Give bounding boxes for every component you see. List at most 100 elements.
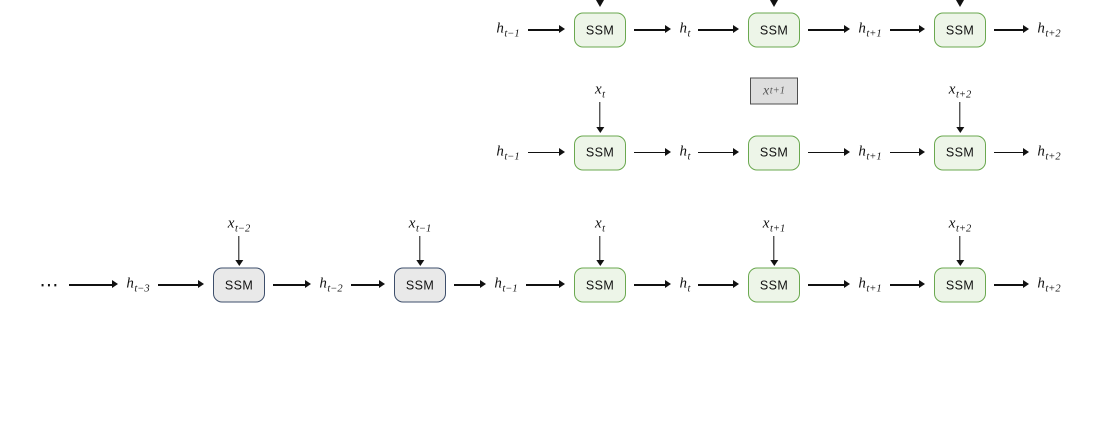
input-base: x: [948, 215, 956, 232]
ssm-box-label: SSM: [759, 145, 789, 160]
input-base: x: [227, 215, 235, 232]
clipped-input-arrowhead: [770, 0, 778, 7]
state-label: ht+1: [858, 143, 881, 162]
input-arrow: [959, 236, 961, 260]
ssm-box-label: SSM: [945, 23, 975, 37]
input-subscript: t: [602, 223, 606, 235]
state-label: ht+2: [1037, 21, 1060, 40]
state-label: ht+2: [1037, 276, 1060, 295]
input-arrow: [238, 236, 240, 260]
state-label: ht+1: [858, 21, 881, 40]
state-base: h: [126, 275, 134, 292]
state-base: h: [679, 20, 688, 37]
state-label: ht−1: [496, 143, 519, 162]
state-base: h: [1037, 20, 1045, 37]
flow-arrow: [889, 23, 926, 35]
flow-arrow: [808, 23, 850, 35]
state-label: ht−1: [494, 276, 517, 295]
ssm-box-label: SSM: [759, 23, 789, 37]
state-base: h: [494, 275, 502, 292]
ssm-box-label: SSM: [945, 145, 975, 160]
state-base: h: [679, 143, 688, 159]
flow-arrow: [698, 278, 740, 290]
input-label: xt+2: [949, 82, 971, 101]
input-arrow: [599, 102, 601, 127]
ssm-box-label: SSM: [224, 278, 254, 292]
flow-arrow: [350, 278, 386, 290]
flow-arrow: [889, 278, 926, 290]
flow-arrow: [527, 23, 566, 35]
input-arrow: [773, 236, 775, 260]
input-arrow: [419, 236, 421, 260]
input-label: xt−2: [228, 216, 250, 235]
state-subscript: t−1: [504, 151, 520, 162]
flow-arrow: [994, 146, 1029, 158]
flow-arrow: [698, 23, 740, 35]
input-label: xt: [595, 216, 605, 235]
input-subscript: t−2: [234, 223, 251, 235]
state-subscript: t−3: [134, 283, 150, 295]
ssm-box-label: SSM: [405, 278, 435, 292]
input-base: x: [762, 215, 770, 232]
flow-arrow: [698, 146, 740, 158]
state-subscript: t+2: [1045, 151, 1061, 162]
clipped-input-arrowhead: [956, 0, 964, 7]
clipped-input-arrowhead: [596, 0, 604, 7]
input-arrow: [959, 102, 961, 127]
state-base: h: [1037, 143, 1045, 159]
flow-arrow: [525, 278, 566, 290]
flow-arrow: [454, 278, 486, 290]
state-base: h: [858, 20, 866, 37]
state-subscript: t+1: [866, 283, 882, 295]
state-base: h: [496, 143, 504, 159]
ssm-box: SSM: [934, 267, 986, 303]
input-label: xt−1: [409, 216, 431, 235]
ssm-box-label: SSM: [585, 23, 615, 37]
masked-input-base: x: [763, 83, 770, 98]
flow-arrow: [157, 278, 205, 290]
flow-arrow: [808, 146, 850, 158]
state-subscript: t: [687, 151, 691, 162]
input-base: x: [594, 81, 602, 98]
ssm-box-label: SSM: [585, 145, 615, 160]
state-subscript: t: [687, 283, 691, 295]
state-label: ht+1: [858, 276, 881, 295]
flow-arrow: [634, 278, 672, 290]
flow-arrow: [808, 278, 850, 290]
ssm-box: SSM: [748, 135, 800, 170]
state-label: ht: [680, 276, 691, 295]
flow-arrow: [994, 23, 1029, 35]
input-subscript: t+1: [769, 223, 786, 235]
masked-input-subscript: t+1: [769, 85, 785, 97]
flow-arrow: [273, 278, 311, 290]
state-subscript: t−1: [502, 283, 518, 295]
flow-arrow: [634, 23, 672, 35]
input-subscript: t+2: [955, 89, 972, 101]
flow-arrow: [889, 146, 926, 158]
state-label: ht−2: [319, 276, 342, 295]
flow-arrow: [634, 146, 672, 158]
input-subscript: t: [602, 89, 606, 101]
state-base: h: [1037, 275, 1045, 292]
state-label: ht: [680, 143, 691, 162]
state-subscript: t: [687, 28, 691, 40]
state-label: ht−3: [126, 276, 149, 295]
state-subscript: t+2: [1045, 28, 1061, 40]
state-subscript: t+1: [866, 28, 882, 40]
state-label: ht: [680, 21, 691, 40]
state-base: h: [858, 143, 866, 159]
ssm-box: SSM: [934, 135, 986, 170]
input-base: x: [408, 215, 416, 232]
ssm-box: SSM: [934, 12, 986, 48]
input-subscript: t−1: [415, 223, 432, 235]
state-subscript: t+1: [866, 151, 882, 162]
input-label: xt: [595, 82, 605, 101]
input-label: xt+1: [763, 216, 785, 235]
ellipsis: ⋯: [39, 274, 61, 296]
input-label: xt+2: [949, 216, 971, 235]
